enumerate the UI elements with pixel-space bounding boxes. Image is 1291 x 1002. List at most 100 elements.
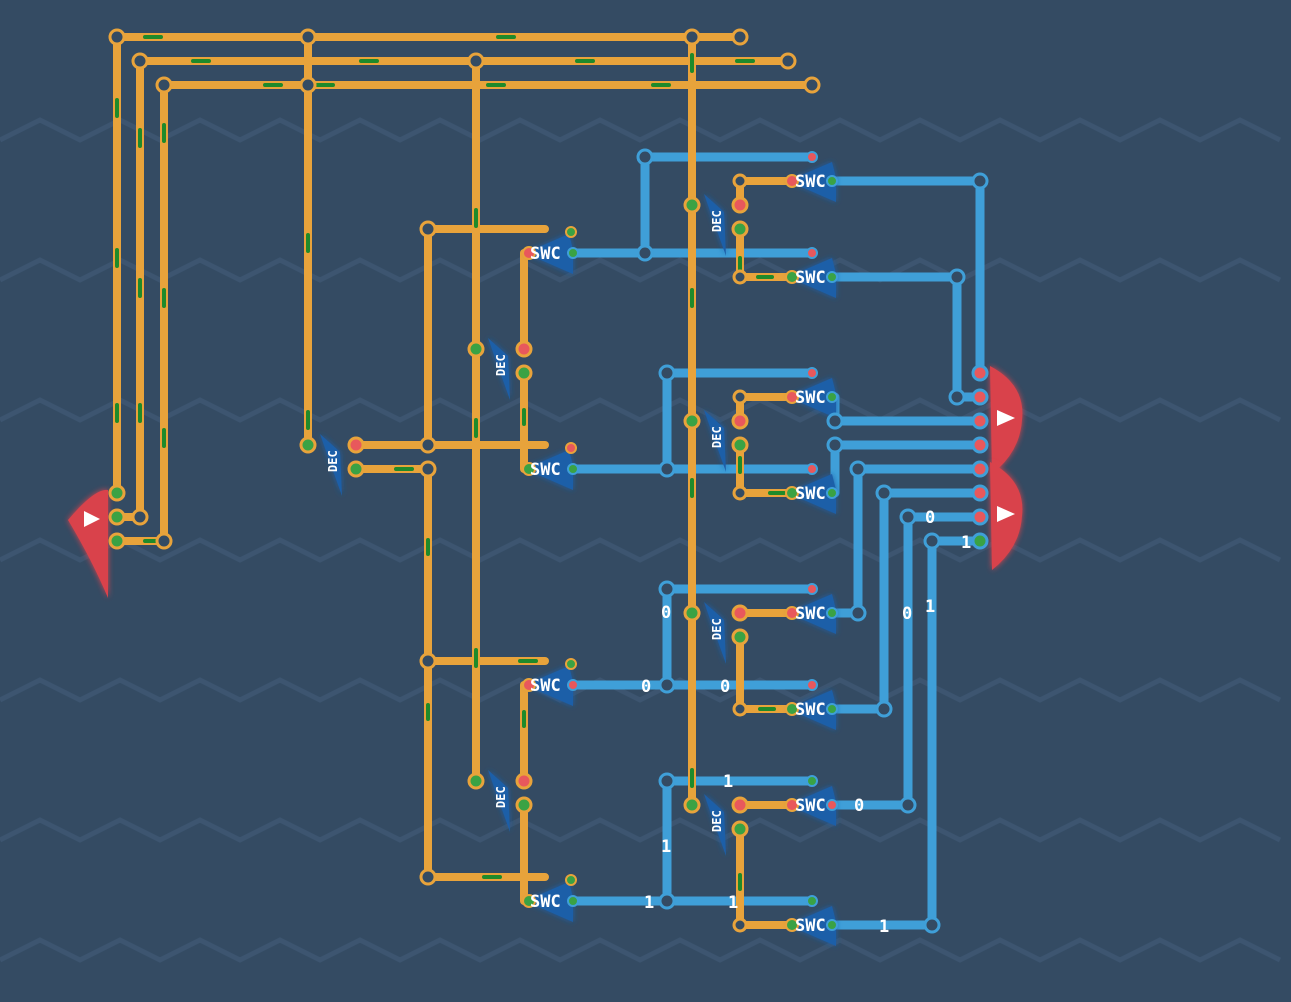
wire-junction[interactable] xyxy=(849,604,867,622)
swc-switch[interactable]: SWC xyxy=(522,658,579,706)
wire-junction[interactable] xyxy=(731,28,749,46)
dec-output-port[interactable] xyxy=(347,436,365,454)
connector-pin[interactable] xyxy=(971,364,989,382)
wire-junction[interactable] xyxy=(899,796,917,814)
dec-output-port[interactable] xyxy=(731,196,749,214)
dec-input-port[interactable] xyxy=(683,604,701,622)
dec-input-port[interactable] xyxy=(683,796,701,814)
wire-junction[interactable] xyxy=(155,76,173,94)
dec-output-port[interactable] xyxy=(731,412,749,430)
swc-switch[interactable]: SWC xyxy=(785,463,838,514)
control-wire[interactable] xyxy=(352,465,549,881)
wire-junction[interactable] xyxy=(658,892,676,910)
wire-junction[interactable] xyxy=(658,676,676,694)
dec-output-port[interactable] xyxy=(515,364,533,382)
connector-pin[interactable] xyxy=(108,484,126,502)
dec-output-port[interactable] xyxy=(347,460,365,478)
swc-switch[interactable]: SWC xyxy=(522,226,579,274)
wire-junction[interactable] xyxy=(971,172,989,190)
control-wire[interactable] xyxy=(736,633,794,713)
dec-input-port[interactable] xyxy=(467,340,485,358)
connector-pin[interactable] xyxy=(971,532,989,550)
data-wire[interactable] xyxy=(540,584,817,690)
connector-pin[interactable] xyxy=(971,484,989,502)
swc-switch[interactable]: SWC xyxy=(785,679,838,730)
control-wires[interactable] xyxy=(113,33,816,929)
wire-junction[interactable] xyxy=(732,701,748,717)
dec-output-port[interactable] xyxy=(731,220,749,238)
connector-pin[interactable] xyxy=(971,388,989,406)
wire-junction[interactable] xyxy=(299,76,317,94)
wire-junction[interactable] xyxy=(419,652,437,670)
wire-junction[interactable] xyxy=(923,532,941,550)
dec-output-port[interactable] xyxy=(515,340,533,358)
swc-components[interactable]: SWC SWC SWC SWC SWC xyxy=(522,151,838,946)
connector-pin[interactable] xyxy=(971,436,989,454)
dec-output-port[interactable] xyxy=(731,628,749,646)
dec-output-port[interactable] xyxy=(731,796,749,814)
output-connector[interactable] xyxy=(971,364,1023,474)
data-wire[interactable] xyxy=(825,272,985,402)
dec-decoder[interactable]: DEC xyxy=(704,194,726,256)
dec-decoder[interactable]: DEC xyxy=(704,602,726,664)
dec-decoder[interactable]: DEC xyxy=(320,434,342,496)
wire-junction[interactable] xyxy=(658,580,676,598)
wire-junction[interactable] xyxy=(658,364,676,382)
wire-junction[interactable] xyxy=(732,485,748,501)
wire-junction[interactable] xyxy=(467,52,485,70)
swc-switch[interactable]: SWC xyxy=(522,442,579,490)
wire-junction[interactable] xyxy=(803,76,821,94)
data-wire[interactable] xyxy=(540,152,817,258)
dec-ports[interactable] xyxy=(347,196,749,838)
dec-output-port[interactable] xyxy=(515,796,533,814)
wire-junction[interactable] xyxy=(732,269,748,285)
control-junctions[interactable] xyxy=(108,28,821,933)
dec-decoder[interactable]: DEC xyxy=(704,794,726,856)
dec-decoder[interactable]: DEC xyxy=(488,770,510,832)
wire-junction[interactable] xyxy=(683,28,701,46)
wire-junction[interactable] xyxy=(849,460,867,478)
wire-junction[interactable] xyxy=(948,268,966,286)
dec-input-port[interactable] xyxy=(683,196,701,214)
swc-switch[interactable]: SWC xyxy=(785,895,838,946)
swc-switch[interactable]: SWC xyxy=(785,775,838,826)
wire-junction[interactable] xyxy=(131,508,149,526)
wire-junction[interactable] xyxy=(155,532,173,550)
wire-junction[interactable] xyxy=(636,148,654,166)
wire-junction[interactable] xyxy=(658,772,676,790)
dec-output-port[interactable] xyxy=(731,820,749,838)
wire-junction[interactable] xyxy=(131,52,149,70)
wire-junction[interactable] xyxy=(779,52,797,70)
wire-junction[interactable] xyxy=(419,868,437,886)
wire-junction[interactable] xyxy=(419,220,437,238)
data-wire[interactable] xyxy=(825,536,985,930)
data-wire[interactable] xyxy=(540,368,817,474)
wire-junction[interactable] xyxy=(899,508,917,526)
connector-pin[interactable] xyxy=(971,508,989,526)
wire-junction[interactable] xyxy=(826,412,844,430)
control-wire[interactable] xyxy=(352,225,549,449)
data-wire[interactable] xyxy=(540,776,817,906)
control-wire[interactable] xyxy=(736,825,794,929)
connector-pin[interactable] xyxy=(971,460,989,478)
wire-junction[interactable] xyxy=(419,436,437,454)
data-junctions[interactable] xyxy=(636,148,989,934)
swc-switch[interactable]: SWC xyxy=(785,583,838,634)
swc-switch[interactable]: SWC xyxy=(785,247,838,298)
wire-junction[interactable] xyxy=(923,916,941,934)
wire-junction[interactable] xyxy=(732,917,748,933)
dec-components[interactable]: DEC DEC DEC DEC DEC DEC DEC xyxy=(320,194,726,856)
input-connector[interactable] xyxy=(68,484,126,598)
wire-junction[interactable] xyxy=(299,28,317,46)
swc-switch[interactable]: SWC xyxy=(785,151,838,202)
connector-pin[interactable] xyxy=(971,412,989,430)
dec-decoder[interactable]: DEC xyxy=(704,410,726,472)
swc-switch[interactable]: SWC xyxy=(785,367,838,418)
wire-junction[interactable] xyxy=(875,700,893,718)
wire-junction[interactable] xyxy=(948,388,966,406)
data-wire[interactable] xyxy=(825,488,985,714)
dec-input-port[interactable] xyxy=(683,412,701,430)
wire-junction[interactable] xyxy=(636,244,654,262)
data-wire[interactable] xyxy=(825,464,985,618)
